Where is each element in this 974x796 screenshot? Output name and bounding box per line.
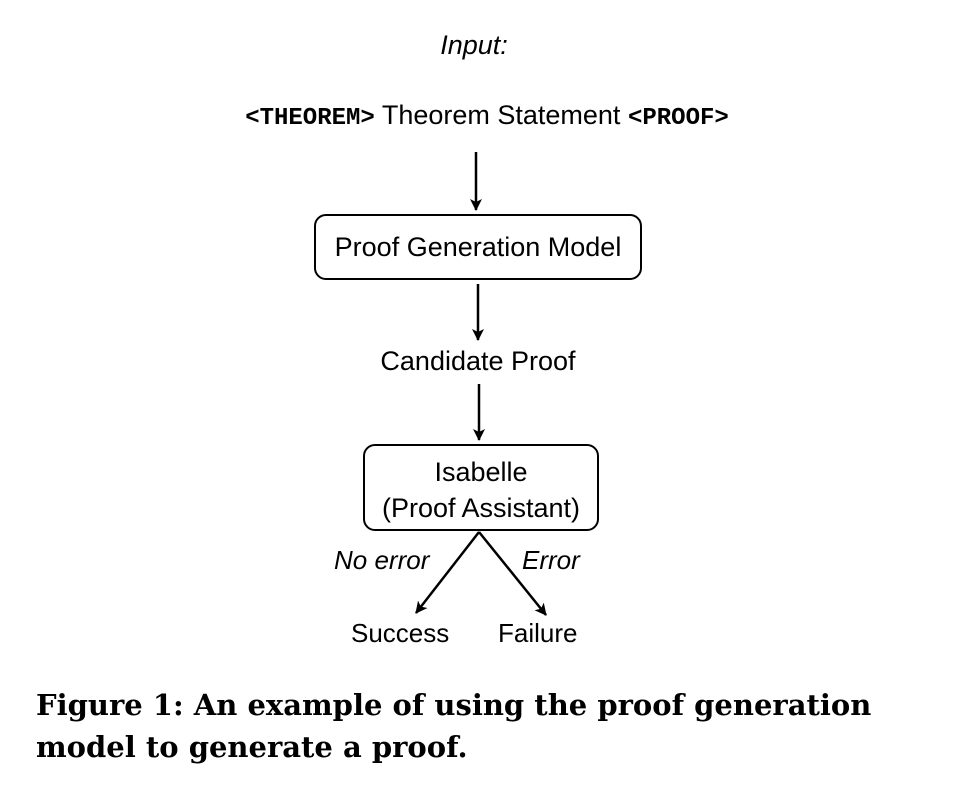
isabelle-title: Isabelle — [434, 457, 528, 487]
theorem-token: <THEOREM> — [245, 105, 375, 132]
proof-token: <PROOF> — [627, 105, 729, 132]
no-error-label: No error — [334, 545, 430, 575]
error-label: Error — [522, 545, 580, 575]
arrow-to-success — [415, 531, 480, 614]
success-label: Success — [351, 618, 450, 648]
theorem-statement: Theorem Statement — [381, 100, 621, 130]
figure-caption: Figure 1: An example of using the proof … — [36, 688, 872, 764]
isabelle-box: Isabelle (Proof Assistant) — [363, 444, 599, 531]
arrow-to-failure — [478, 531, 547, 616]
proof-assistant-subtitle: (Proof Assistant) — [381, 493, 581, 523]
failure-label: Failure — [498, 618, 578, 648]
candidate-proof-label: Candidate Proof — [380, 346, 576, 376]
theorem-input-line: <THEOREM> Theorem Statement <PROOF> — [0, 100, 974, 132]
proof-generation-model-box: Proof Generation Model — [314, 214, 642, 280]
input-label: Input: — [440, 30, 508, 60]
